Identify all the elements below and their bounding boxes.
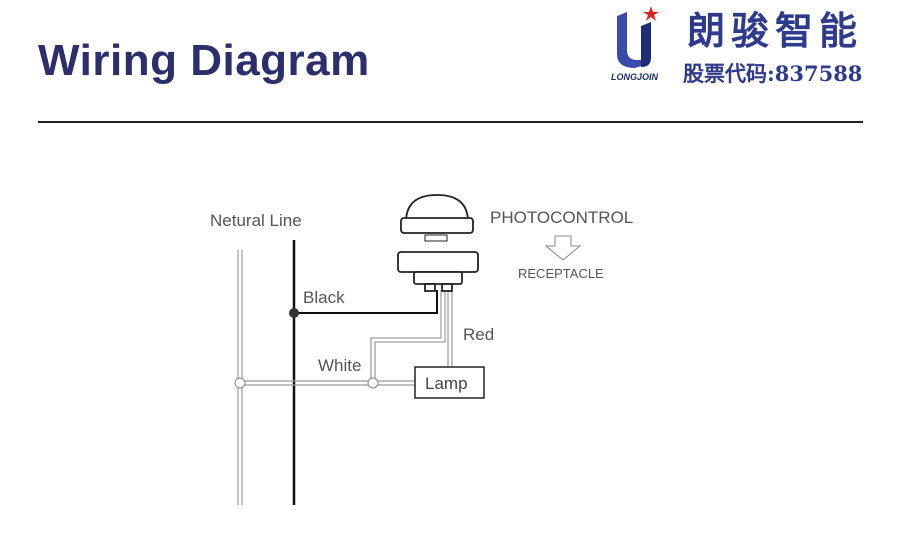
junction-white (367, 377, 379, 389)
photocontrol-label: PHOTOCONTROL (490, 208, 633, 227)
receptacle-label: RECEPTACLE (518, 266, 604, 281)
logo-u-icon (617, 6, 659, 68)
white-label: White (318, 356, 361, 375)
white-wire (240, 290, 453, 386)
logo-cn-text: 朗骏智能 (687, 8, 864, 53)
star-icon (643, 6, 659, 21)
junction-black (289, 308, 299, 318)
logo-en-text: LONGJOIN (611, 72, 659, 82)
junction-neutral (234, 377, 246, 389)
neutral-wire (237, 250, 243, 505)
stock-code: 股票代码:837588 (683, 61, 863, 86)
company-logo: LONGJOIN 朗骏智能 股票代码:837588 (605, 4, 865, 90)
lamp-box (414, 366, 485, 399)
page-title: Wiring Diagram (38, 36, 370, 85)
neutral-line-label: Netural Line (210, 211, 302, 230)
red-label: Red (463, 325, 494, 344)
photocontrol-icon (397, 194, 479, 292)
lamp-label: Lamp (425, 374, 468, 393)
arrow-down-icon (544, 235, 582, 261)
black-label: Black (303, 288, 345, 307)
divider (38, 121, 863, 123)
black-wire (294, 290, 438, 314)
